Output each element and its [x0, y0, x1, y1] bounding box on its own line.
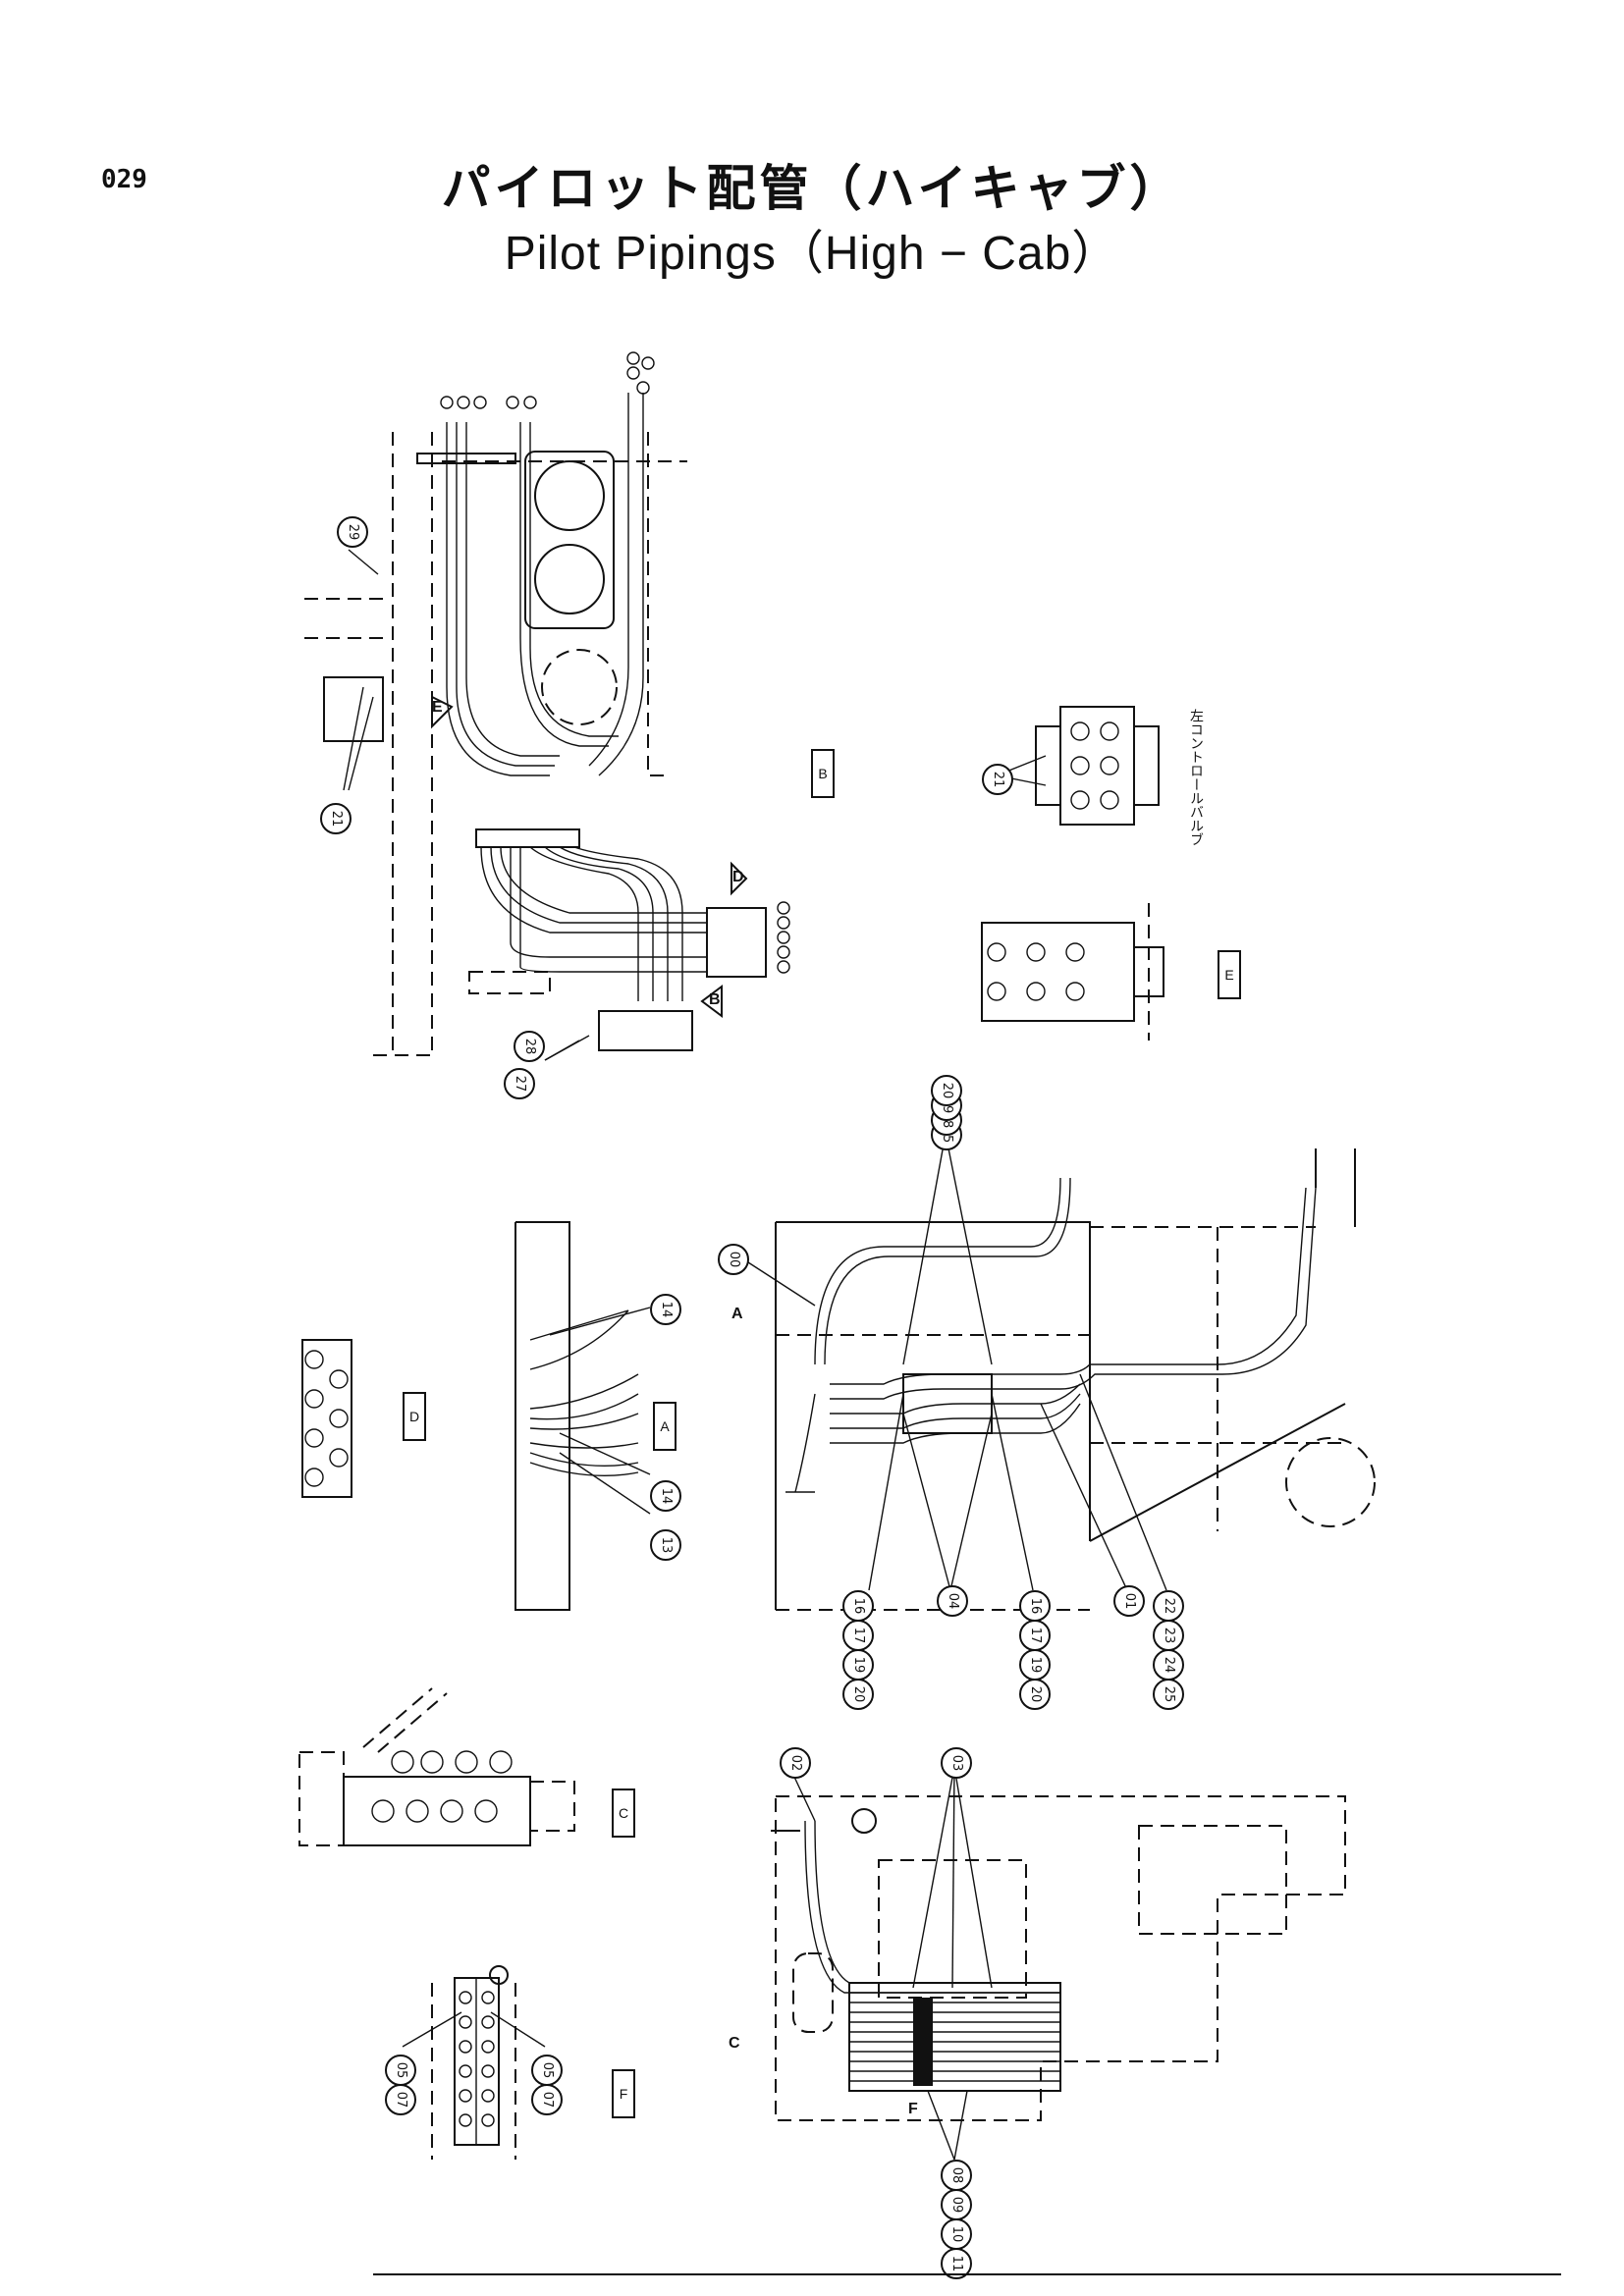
view-label: D [403, 1392, 426, 1441]
callout-bubble: 07 [531, 2084, 563, 2115]
valve-view-e [981, 903, 1164, 1041]
callout-bubble: 09 [941, 2189, 972, 2220]
callout-bubble: 23 [1153, 1620, 1184, 1651]
callout-bubble: 25 [1153, 1679, 1184, 1710]
callout-bubble: 13 [650, 1529, 681, 1561]
callout-bubble: 16 [1019, 1590, 1051, 1622]
callout-bubble: 17 [842, 1620, 874, 1651]
main-side-view [775, 1148, 1376, 1611]
side-view-a [514, 1221, 639, 1611]
callout-bubble: 27 [504, 1068, 535, 1099]
callout-bubble: 20 [842, 1679, 874, 1710]
view-label: F [612, 2069, 635, 2118]
callout-bubble: 05 [385, 2055, 416, 2086]
callout-bubble: 00 [718, 1244, 749, 1275]
callout-bubble: 07 [385, 2084, 416, 2115]
callout-bubble: 28 [514, 1031, 545, 1062]
lower-plan-view [771, 1795, 1346, 2121]
leader-lines [549, 1133, 1167, 2161]
page-number: 029 [101, 165, 147, 194]
view-label: B [811, 749, 835, 798]
callout-bubble: 10 [941, 2218, 972, 2250]
page-title-japanese: パイロット配管（ハイキャブ） [441, 160, 1183, 217]
callout-bubble: 16 [842, 1590, 874, 1622]
view-label: E [1218, 950, 1241, 999]
callout-bubble: 22 [1153, 1590, 1184, 1622]
callout-bubble: 04 [937, 1585, 968, 1617]
bottom-rule [373, 2273, 1561, 2275]
valve-view-d [301, 1339, 352, 1498]
view-marker: B [709, 991, 721, 1008]
callout-bubble: 21 [982, 764, 1013, 795]
view-label: C [612, 1789, 635, 1838]
view-marker: D [732, 869, 744, 885]
callout-bubble: 17 [1019, 1620, 1051, 1651]
callout-bubble: 02 [780, 1747, 811, 1779]
callout-bubble: 29 [337, 516, 368, 548]
view-marker: F [908, 2101, 918, 2117]
valve-view-f [402, 1965, 546, 2160]
callout-bubble: 24 [1153, 1649, 1184, 1681]
view-marker: E [432, 699, 443, 716]
view-marker: C [729, 2035, 740, 2052]
callout-bubble: 14 [650, 1294, 681, 1325]
callout-bubble: 14 [650, 1480, 681, 1512]
callout-bubble: 20 [1019, 1679, 1051, 1710]
control-valve-note: 左コントロールバルブ [1188, 709, 1204, 846]
callout-bubble: 03 [941, 1747, 972, 1779]
callout-bubble: 19 [842, 1649, 874, 1681]
callout-bubble: 08 [941, 2160, 972, 2191]
callout-bubble: 20 [931, 1075, 962, 1106]
callout-bubble: 21 [320, 803, 352, 834]
page-title-english: Pilot Pipings（High − Cab） [504, 228, 1120, 280]
view-label: A [653, 1402, 677, 1451]
callout-bubble: 05 [531, 2055, 563, 2086]
callout-bubble: 19 [1019, 1649, 1051, 1681]
view-marker: A [731, 1306, 743, 1322]
valve-view-c [298, 1687, 575, 1846]
callout-bubble: 01 [1113, 1585, 1145, 1617]
control-valve-view-b [996, 706, 1160, 826]
upper-plan-view [304, 351, 790, 1061]
